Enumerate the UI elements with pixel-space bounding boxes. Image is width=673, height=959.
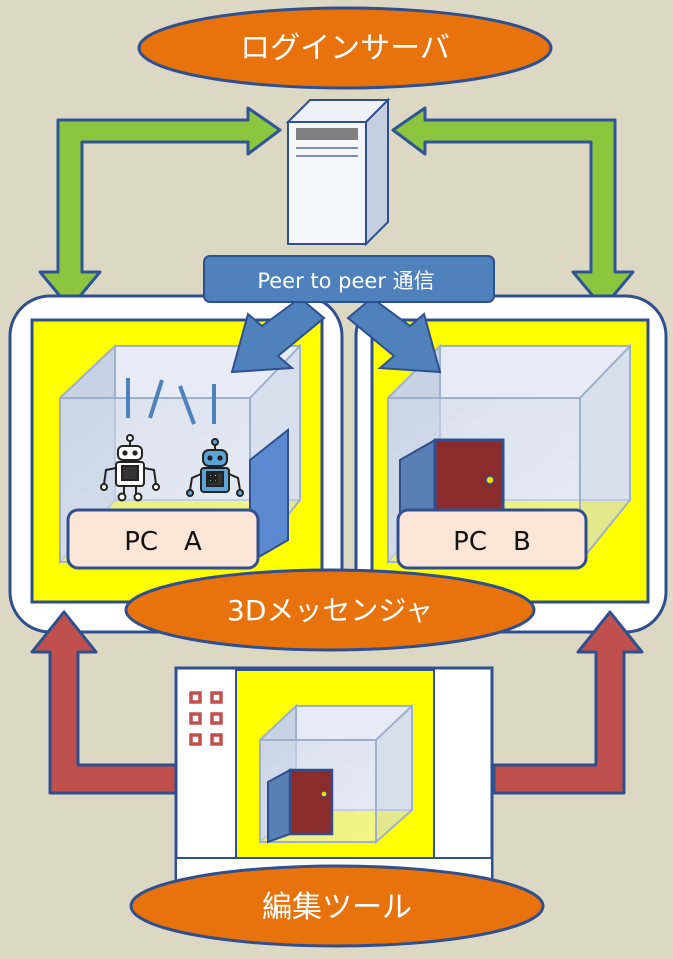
blue-arrow-right [346, 296, 442, 374]
pc-b-label-box: PC B [396, 508, 588, 570]
login-server-badge: ログインサーバ [137, 6, 553, 90]
tool-palette-icon [189, 691, 223, 746]
pc-a-label: PC A [124, 527, 202, 557]
red-arrow-left [30, 610, 182, 795]
p2p-label: Peer to peer 通信 [257, 269, 434, 293]
pc-b-label: PC B [453, 527, 531, 557]
p2p-label-box: Peer to peer 通信 [203, 255, 495, 303]
robot-white-icon [100, 434, 160, 502]
server-icon [285, 97, 391, 247]
red-arrow-right [492, 610, 644, 795]
messenger-badge: 3Dメッセンジャ [124, 568, 536, 652]
pc-a-label-box: PC A [66, 508, 260, 570]
robot-blue-icon [186, 438, 244, 497]
pc-a-panel [30, 318, 324, 604]
login-server-label: ログインサーバ [240, 31, 450, 66]
messenger-label: 3Dメッセンジャ [227, 594, 433, 627]
editor-door-icon [267, 768, 334, 844]
editor-label: 編集ツール [262, 890, 412, 925]
blue-arrow-left [230, 296, 326, 374]
editor-badge: 編集ツール [129, 864, 545, 948]
